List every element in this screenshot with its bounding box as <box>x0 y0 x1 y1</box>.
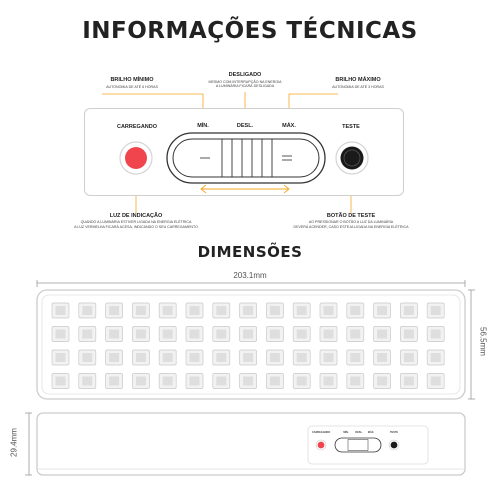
led-chip <box>189 329 200 339</box>
led-chip <box>377 329 388 339</box>
led-chip <box>135 353 146 362</box>
led-chip <box>323 306 334 315</box>
led-chip <box>216 306 227 315</box>
led-chip <box>162 306 173 315</box>
led-chip <box>350 376 361 386</box>
depth-dimension-line <box>25 412 32 476</box>
led-chip <box>323 329 334 339</box>
led-chip <box>323 353 334 362</box>
led-chip <box>55 306 66 315</box>
side-max-label: MÁX. <box>367 431 375 434</box>
side-min-label: MÍN. <box>343 431 349 434</box>
width-dimension-label: 203.1mm <box>233 271 267 280</box>
led-chip <box>243 376 254 386</box>
led-chip <box>269 329 280 339</box>
led-chip <box>162 376 173 386</box>
led-chip <box>189 353 200 362</box>
led-chip <box>135 306 146 315</box>
led-chip <box>350 329 361 339</box>
brilho-maximo-title: BRILHO MÁXIMO <box>335 77 381 83</box>
led-chip <box>216 329 227 339</box>
led-chip <box>216 353 227 362</box>
led-chip <box>109 306 120 315</box>
brightness-switch[interactable] <box>166 132 326 184</box>
led-chip <box>377 376 388 386</box>
led-chip <box>135 329 146 339</box>
led-chip <box>296 329 307 339</box>
led-chip <box>82 329 93 339</box>
luminaire-side-view <box>36 412 466 476</box>
led-chip <box>109 353 120 362</box>
side-carregando-label: CARREGANDO <box>312 431 331 434</box>
luz-indicacao-desc-1: QUANDO A LUMINÁRIA ESTIVER LIGADA NA ENE… <box>80 220 192 224</box>
height-dimension-label: 56.5mm <box>478 327 488 356</box>
led-chip <box>162 329 173 339</box>
side-desl-label: DESL. <box>355 431 363 434</box>
led-chip <box>82 376 93 386</box>
led-chip <box>109 376 120 386</box>
led-chip <box>430 353 441 362</box>
desligado-title: DESLIGADO <box>228 72 262 78</box>
led-chip <box>135 376 146 386</box>
luz-indicacao-desc-2: A LUZ VERMELHA FICARÁ ACESA, INDICANDO O… <box>74 225 198 229</box>
led-chip <box>296 306 307 315</box>
led-chip <box>403 353 414 362</box>
depth-dimension-label: 29.4mm <box>9 428 19 457</box>
desl-label: DESL. <box>236 123 254 129</box>
led-chip <box>323 376 334 386</box>
led-chip <box>55 329 66 339</box>
brilho-minimo-title: BRILHO MÍNIMO <box>110 77 154 83</box>
led-chip <box>403 376 414 386</box>
teste-label: TESTE <box>342 124 360 130</box>
led-chip <box>55 376 66 386</box>
led-chip <box>243 306 254 315</box>
led-chip <box>189 306 200 315</box>
carregando-label: CARREGANDO <box>116 124 158 130</box>
led-chip <box>162 353 173 362</box>
led-chip <box>377 353 388 362</box>
led-chip <box>403 329 414 339</box>
height-dimension-line <box>468 289 475 400</box>
led-chip <box>350 306 361 315</box>
dimensions-heading: DIMENSÕES <box>197 243 303 261</box>
led-chip <box>55 353 66 362</box>
led-chip <box>243 329 254 339</box>
led-chip <box>82 353 93 362</box>
led-chip <box>243 353 254 362</box>
desligado-desc-1: MESMO COM INTERRUPÇÃO NA ENERGIA <box>208 80 282 84</box>
led-chip <box>296 376 307 386</box>
led-chip <box>403 306 414 315</box>
technical-heading: INFORMAÇÕES TÉCNICAS <box>82 18 418 44</box>
led-chip <box>269 376 280 386</box>
botao-teste-desc-1: AO PRESSIONAR O BOTÃO A LUZ DA LUMINÁRIA <box>308 220 394 224</box>
botao-teste-title: BOTÃO DE TESTE <box>326 213 376 219</box>
brilho-maximo-desc: AUTONOMIA DE ATÉ 3 HORAS <box>332 85 384 89</box>
max-label: MÁX. <box>282 123 296 129</box>
width-dimension-line <box>36 280 466 287</box>
led-chip <box>430 306 441 315</box>
led-chip <box>377 306 388 315</box>
led-chip <box>189 376 200 386</box>
led-chip <box>430 329 441 339</box>
desligado-desc-2: A LUMINÁRIA FICARÁ DESLIGADA <box>215 84 275 88</box>
led-chip <box>350 353 361 362</box>
led-grid <box>51 302 445 389</box>
led-chip <box>216 376 227 386</box>
slide-direction-arrow-icon <box>200 184 290 194</box>
led-chip <box>430 376 441 386</box>
led-chip <box>269 306 280 315</box>
led-chip <box>82 306 93 315</box>
botao-teste-desc-2: DEVERÁ ACENDER, CASO ESTEJA LIGADA NA EN… <box>293 225 409 229</box>
brilho-minimo-desc: AUTONOMIA DE ATÉ 6 HORAS <box>106 85 158 89</box>
indicator-light-icon <box>119 141 153 175</box>
side-teste-label: TESTE <box>389 431 399 434</box>
led-chip <box>109 329 120 339</box>
luminaire-front-view <box>36 289 466 400</box>
luz-indicacao-title: LUZ DE INDICAÇÃO <box>109 213 163 219</box>
led-chip <box>269 353 280 362</box>
test-button[interactable] <box>334 140 370 176</box>
min-label: MÍN. <box>197 123 209 129</box>
led-chip <box>296 353 307 362</box>
